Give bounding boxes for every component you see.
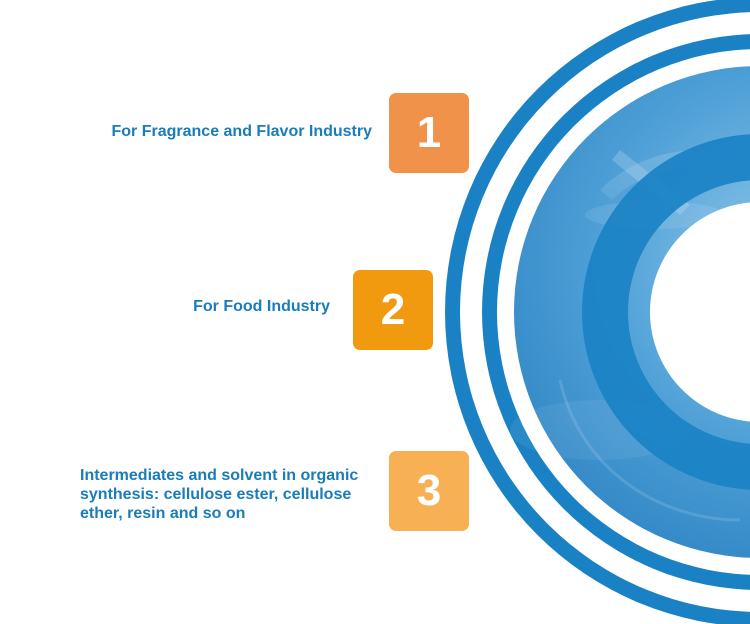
center-disc [650,202,750,422]
item-1-label: For Fragrance and Flavor Industry [111,123,373,140]
item-1-number-badge: 1 [389,93,469,173]
item-2-label: For Food Industry [193,298,330,315]
inner-ring [582,134,750,490]
item-3-number-badge: 3 [389,451,469,531]
item-2-number-badge: 2 [353,270,433,350]
item-3-label: Intermediates and solvent in organic syn… [80,467,359,522]
